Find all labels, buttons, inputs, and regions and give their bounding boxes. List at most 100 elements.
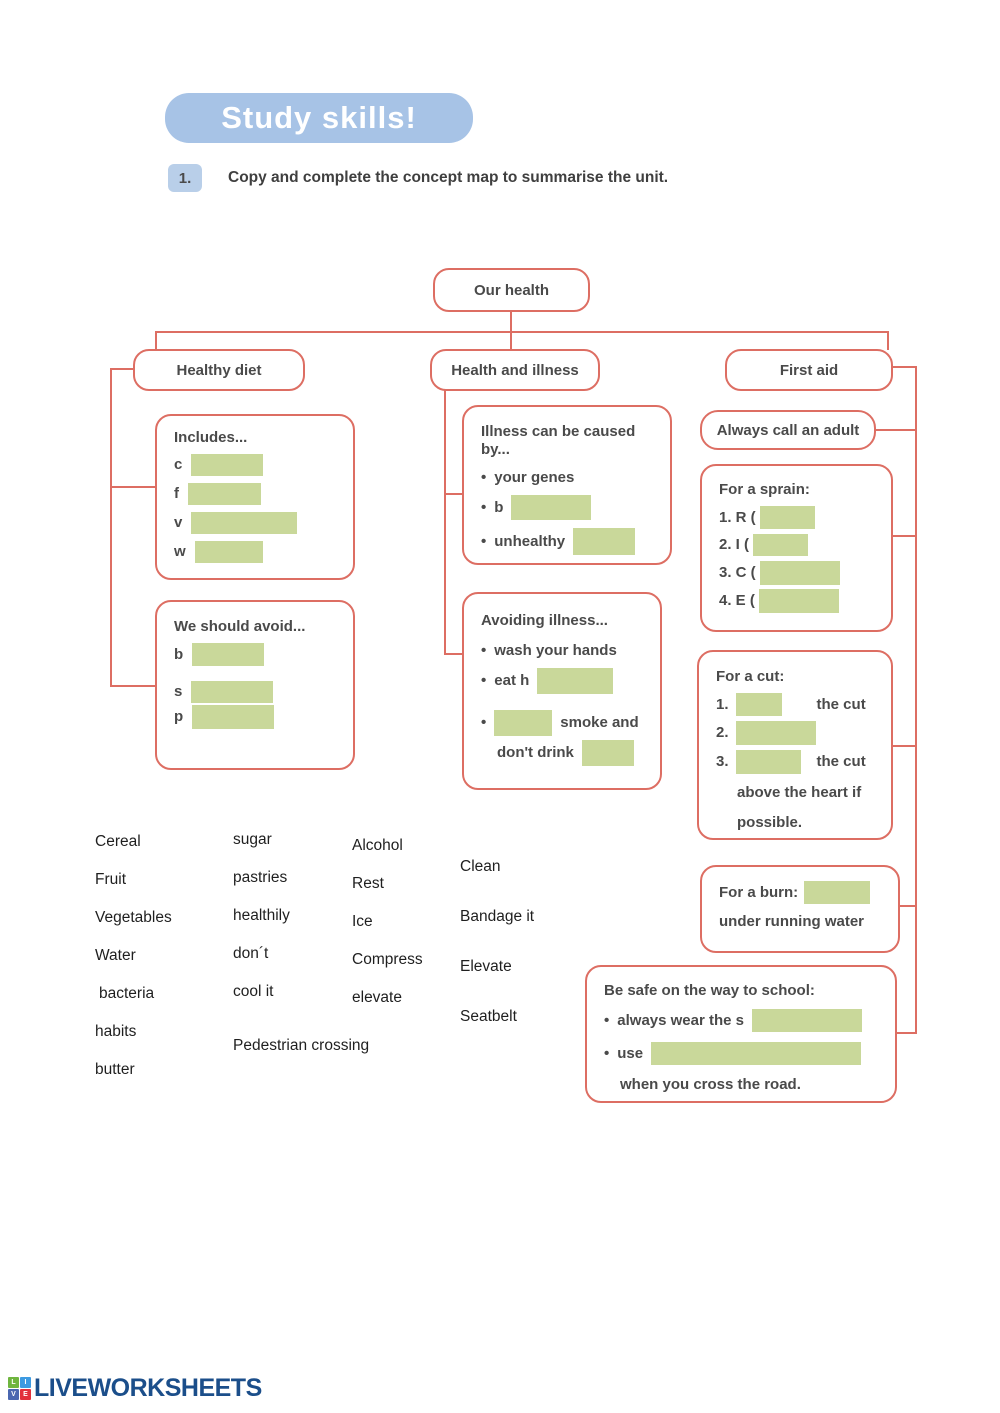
answer-blank[interactable]: [759, 506, 815, 529]
avoiding-bullet: eat h: [481, 668, 652, 694]
word-bank-item-wide: Pedestrian crossing: [233, 1037, 370, 1054]
cut-line2: above the heart if: [737, 784, 862, 801]
answer-blank[interactable]: [759, 561, 840, 585]
answer-blank[interactable]: [581, 740, 634, 766]
word-bank-item: Ice: [352, 913, 373, 930]
word-bank-column-4: Clean Bandage it Elevate Seatbelt: [460, 858, 534, 1058]
answer-blank[interactable]: [194, 541, 263, 563]
item-text: the cut: [816, 695, 866, 713]
node-first-aid: First aid: [725, 349, 893, 391]
answer-blank[interactable]: [735, 693, 782, 716]
bullet-text: always wear the s: [617, 1011, 745, 1029]
word-bank-item: bacteria: [99, 985, 155, 1002]
answer-prefix: p: [174, 708, 184, 725]
word-bank-item: Vegetables: [95, 909, 172, 926]
includes-row: w: [174, 541, 345, 563]
connector-line: [112, 486, 155, 488]
sprain-item: 2. I (: [719, 534, 883, 556]
connector-line: [897, 1032, 915, 1034]
avoiding-line2: don't drink: [497, 740, 652, 766]
illness-causes-box: Illness can be caused by... your genes b…: [462, 405, 672, 565]
sprain-item: 1. R (: [719, 506, 883, 529]
word-bank-item: Alcohol: [352, 837, 403, 854]
burn-line2: under running water: [719, 913, 865, 930]
word-bank-item: Rest: [352, 875, 384, 892]
avoid-row: s: [174, 681, 345, 703]
answer-prefix: b: [174, 645, 184, 663]
answer-blank[interactable]: [188, 483, 261, 505]
answer-blank[interactable]: [191, 512, 298, 534]
safety-line3: when you cross the road.: [620, 1076, 801, 1093]
answer-blank[interactable]: [573, 528, 636, 555]
connector-line: [112, 685, 155, 687]
word-bank-item: habits: [95, 1023, 137, 1040]
answer-blank[interactable]: [191, 681, 274, 703]
safety-bullet: use: [604, 1042, 887, 1065]
answer-blank[interactable]: [758, 589, 839, 613]
node-healthy-diet: Healthy diet: [133, 349, 305, 391]
cut-line3: possible.: [737, 814, 803, 831]
avoid-row: p: [174, 705, 345, 729]
item-text: 4. E (: [719, 592, 755, 609]
bullet-text: smoke and: [560, 714, 639, 731]
item-text: 2. I (: [719, 536, 750, 553]
bullet-text: use: [617, 1044, 644, 1062]
road-safety-box: Be safe on the way to school: always wea…: [585, 965, 897, 1103]
bullet-text: don't drink: [497, 744, 574, 761]
answer-prefix: w: [174, 543, 186, 560]
connector-line: [155, 331, 889, 333]
answer-blank[interactable]: [735, 721, 816, 745]
safety-bullet: always wear the s: [604, 1009, 887, 1032]
answer-blank[interactable]: [494, 710, 553, 736]
exercise-instruction: Copy and complete the concept map to sum…: [228, 169, 669, 186]
answer-blank[interactable]: [191, 454, 264, 476]
connector-line: [915, 366, 917, 1034]
includes-box: Includes... c f v w: [155, 414, 355, 580]
sprain-box: For a sprain: 1. R ( 2. I ( 3. C ( 4. E …: [700, 464, 893, 632]
connector-line: [444, 389, 446, 655]
connector-line: [446, 653, 462, 655]
avoiding-illness-box: Avoiding illness... wash your hands eat …: [462, 592, 662, 790]
connector-line: [155, 333, 157, 350]
answer-prefix: c: [174, 456, 183, 473]
illness-bullet: unhealthy: [481, 528, 662, 555]
answer-blank[interactable]: [192, 643, 265, 666]
answer-blank[interactable]: [651, 1042, 862, 1065]
avoid-row: b: [174, 643, 345, 666]
site-footer: L I V E LIVEWORKSHEETS: [8, 1374, 262, 1403]
word-bank-item: Bandage it: [460, 908, 535, 925]
logo-letter: V: [8, 1389, 19, 1400]
word-bank-column-3: Alcohol Rest Ice Compress elevate: [352, 837, 423, 1027]
answer-blank[interactable]: [511, 495, 592, 520]
avoiding-bullet: smoke and: [481, 710, 652, 736]
safety-title: Be safe on the way to school:: [604, 982, 815, 999]
avoid-title: We should avoid...: [174, 618, 306, 635]
connector-line: [510, 310, 512, 333]
word-bank-item: sugar: [233, 831, 272, 848]
includes-row: f: [174, 483, 345, 505]
call-adult-node: Always call an adult: [700, 410, 876, 450]
word-bank-item: don´t: [233, 945, 269, 962]
logo-letter: E: [20, 1389, 31, 1400]
answer-blank[interactable]: [537, 668, 614, 694]
answer-blank[interactable]: [752, 1009, 863, 1032]
bullet-text: b: [494, 498, 504, 516]
bullet-text: wash your hands: [494, 642, 617, 659]
sprain-item: 3. C (: [719, 561, 883, 585]
connector-line: [876, 429, 915, 431]
answer-blank[interactable]: [753, 534, 809, 556]
answer-blank[interactable]: [735, 750, 801, 774]
word-bank-item: Fruit: [95, 871, 126, 888]
answer-blank[interactable]: [804, 881, 871, 904]
word-bank-item: Elevate: [460, 958, 512, 975]
cut-item: 2.: [716, 721, 883, 745]
word-bank-column-2: sugar pastries healthily don´t cool it: [233, 831, 290, 1021]
answer-prefix: s: [174, 683, 183, 700]
item-text: 1.: [716, 695, 729, 713]
liveworksheets-wordmark[interactable]: LIVEWORKSHEETS: [34, 1374, 262, 1402]
answer-blank[interactable]: [192, 705, 275, 729]
liveworksheets-logo-icon[interactable]: L I V E: [8, 1377, 31, 1400]
word-bank-item: Compress: [352, 951, 423, 968]
word-bank-item: Cereal: [95, 833, 141, 850]
illness-bullet: b: [481, 495, 662, 520]
